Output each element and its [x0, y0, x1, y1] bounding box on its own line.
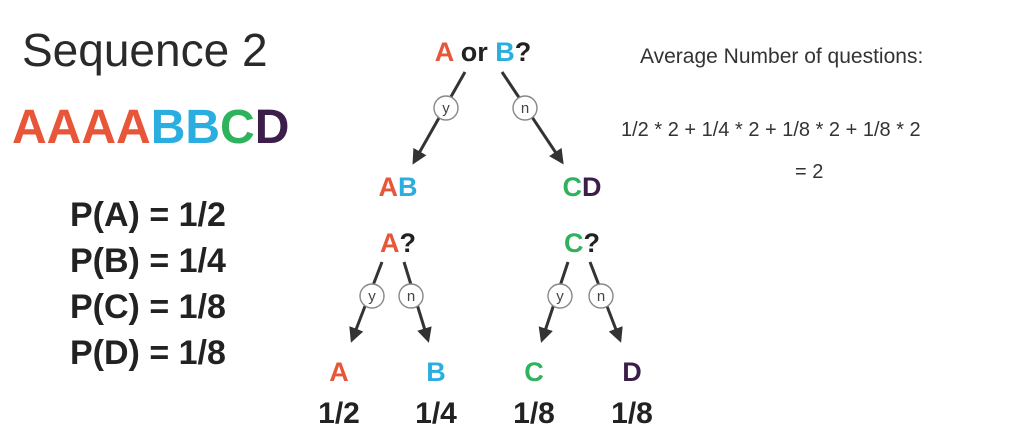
root-question: A or B?: [435, 37, 532, 67]
probability-b: P(B) = 1/4: [70, 242, 226, 280]
page-title: Sequence 2: [22, 24, 268, 76]
right-group-label: CD: [563, 172, 602, 202]
leaf-probability-a: 1/2: [318, 397, 360, 430]
leaf-probability-c: 1/8: [513, 397, 555, 430]
sequence-letter-d: D: [254, 101, 290, 154]
tree-edges: y n y n y n: [349, 71, 623, 343]
edge-root-yes-badge: [433, 95, 459, 121]
edge-left-no-badge: [398, 283, 424, 309]
sequence-letter-a: A: [116, 101, 151, 154]
sequence-letter-a: A: [81, 101, 117, 154]
sequence-letter-a: A: [46, 101, 82, 154]
sequence-letter-b: B: [150, 101, 186, 154]
leaf-letter-d: D: [622, 357, 642, 387]
right-question: C?: [564, 228, 600, 258]
leaf-letter-b: B: [426, 357, 446, 387]
probability-a: P(A) = 1/2: [70, 196, 226, 234]
edge-left-no-label: n: [407, 288, 415, 305]
sequence-letter-c: C: [220, 101, 255, 154]
edge-left-yes-badge: [359, 283, 385, 309]
leaf-letter-c: C: [524, 357, 544, 387]
probability-list: P(A) = 1/2 P(B) = 1/4 P(C) = 1/8 P(D) = …: [70, 192, 226, 376]
sequence-string: AAAABBCD: [12, 100, 289, 156]
edge-right-yes-label: y: [556, 288, 564, 305]
leaf-letter-a: A: [329, 357, 349, 387]
average-title: Average Number of questions:: [640, 45, 924, 68]
leaf-probability-b: 1/4: [415, 397, 457, 430]
probability-c: P(C) = 1/8: [70, 288, 226, 326]
probability-d: P(D) = 1/8: [70, 334, 226, 372]
sequence-letter-b: B: [185, 101, 221, 154]
edge-root-no-label: n: [521, 100, 529, 117]
sequence-letter-a: A: [12, 101, 47, 154]
edge-root-no-badge: [512, 95, 538, 121]
edge-right-no-label: n: [597, 288, 605, 305]
left-question: A?: [380, 228, 416, 258]
edge-right-no-badge: [588, 283, 614, 309]
average-result: = 2: [795, 161, 824, 183]
left-group-label: AB: [379, 172, 418, 202]
edge-root-yes-label: y: [442, 100, 450, 117]
tree-nodes: A or B? AB CD A? C? A 1/2 B 1/4 C 1/8 D 1/8: [318, 37, 653, 430]
average-formula: 1/2 * 2 + 1/4 * 2 + 1/8 * 2 + 1/8 * 2: [621, 119, 921, 141]
leaf-probability-d: 1/8: [611, 397, 653, 430]
edge-left-yes-label: y: [368, 288, 376, 305]
edge-right-yes-badge: [547, 283, 573, 309]
